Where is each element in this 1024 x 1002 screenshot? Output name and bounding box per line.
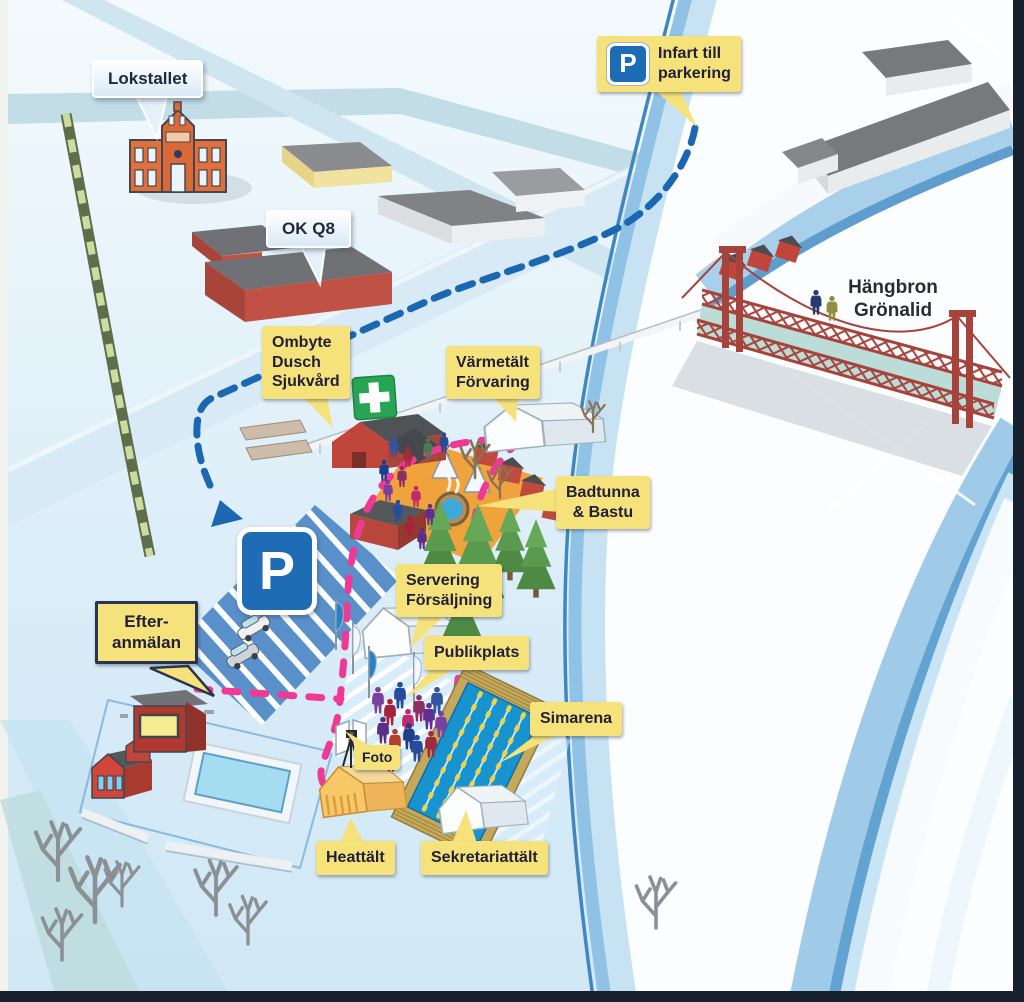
parking-lot [175, 505, 400, 725]
servering-label-line2: Försäljning [406, 591, 493, 609]
callout-efteranmalan: Efter- anmälan [95, 601, 198, 665]
map-graphics [0, 0, 1013, 991]
badtunna-label-line1: Badtunna [566, 484, 640, 501]
parking-sign: P [237, 527, 317, 615]
ombyte-label-line1: Ombyte [272, 334, 332, 351]
callout-publikplats: Publikplats [424, 636, 530, 670]
callout-badtunna: Badtunna & Bastu [556, 476, 650, 530]
infart-label-line2: parkering [658, 65, 731, 82]
callout-ombyte: Ombyte Dusch Sjukvård [262, 326, 350, 399]
callout-foto: Foto [354, 745, 401, 771]
callout-heattalt: Heattält [316, 841, 395, 875]
foto-label: Foto [362, 749, 393, 765]
callout-pointers [132, 86, 697, 843]
terrain-bands [0, 720, 228, 991]
callout-simarena: Simarena [530, 702, 623, 736]
outdoor-pool-area [78, 698, 334, 873]
map-canvas: Lokstallet OK Q8 P Infart till parkering… [0, 0, 1013, 991]
callout-sekretariattalt: Sekretariattält [421, 841, 548, 875]
infart-label-line1: Infart till [658, 45, 722, 63]
varmetalt-label-line1: Värmetält [456, 354, 529, 371]
ombyte-label-line2: Dusch [272, 353, 321, 371]
hangbron-label: Hängbron Grönalid [848, 277, 938, 322]
blue-parking-route [193, 124, 699, 527]
varmetalt-label-line2: Förvaring [456, 373, 530, 391]
route-arrowhead [211, 500, 243, 527]
callout-servering: Servering Försäljning [396, 564, 503, 618]
gray-buildings-top [282, 142, 585, 244]
simarena-label: Simarena [540, 710, 613, 727]
efteranmalan-label-line2: anmälan [112, 632, 181, 652]
pink-course-route [193, 436, 526, 811]
red-barn [91, 748, 152, 799]
efteranmalan-label-line1: Efter- [124, 612, 169, 631]
badtunna-label-line2: & Bastu [572, 503, 634, 521]
suspension-bridge [672, 246, 1011, 476]
river [563, 0, 1013, 991]
callout-lokstallet: Lokstallet [92, 60, 204, 98]
heattalt-label: Heattält [326, 849, 385, 866]
lokstallet-building [129, 101, 252, 204]
ombyte-label-line3: Sjukvård [272, 373, 340, 391]
lokstallet-label: Lokstallet [108, 69, 188, 88]
riverside-complex [782, 40, 1010, 194]
callout-okq8: OK Q8 [266, 210, 351, 248]
hot-tub [434, 474, 470, 527]
parking-icon: P [607, 43, 649, 85]
callout-varmetalt: Värmetält Förvaring [446, 346, 540, 400]
first-aid-cross-icon [351, 374, 398, 421]
okq8-label: OK Q8 [282, 219, 335, 238]
sekretariat-tent [438, 784, 529, 835]
registration-kiosk [120, 690, 214, 753]
publikplats-label: Publikplats [434, 644, 520, 661]
railway [60, 112, 156, 558]
servering-label-line1: Servering [406, 572, 480, 589]
sekretariattalt-label: Sekretariattält [431, 849, 538, 866]
first-aid-building [332, 414, 446, 468]
callout-infart: P Infart till parkering [597, 36, 741, 92]
